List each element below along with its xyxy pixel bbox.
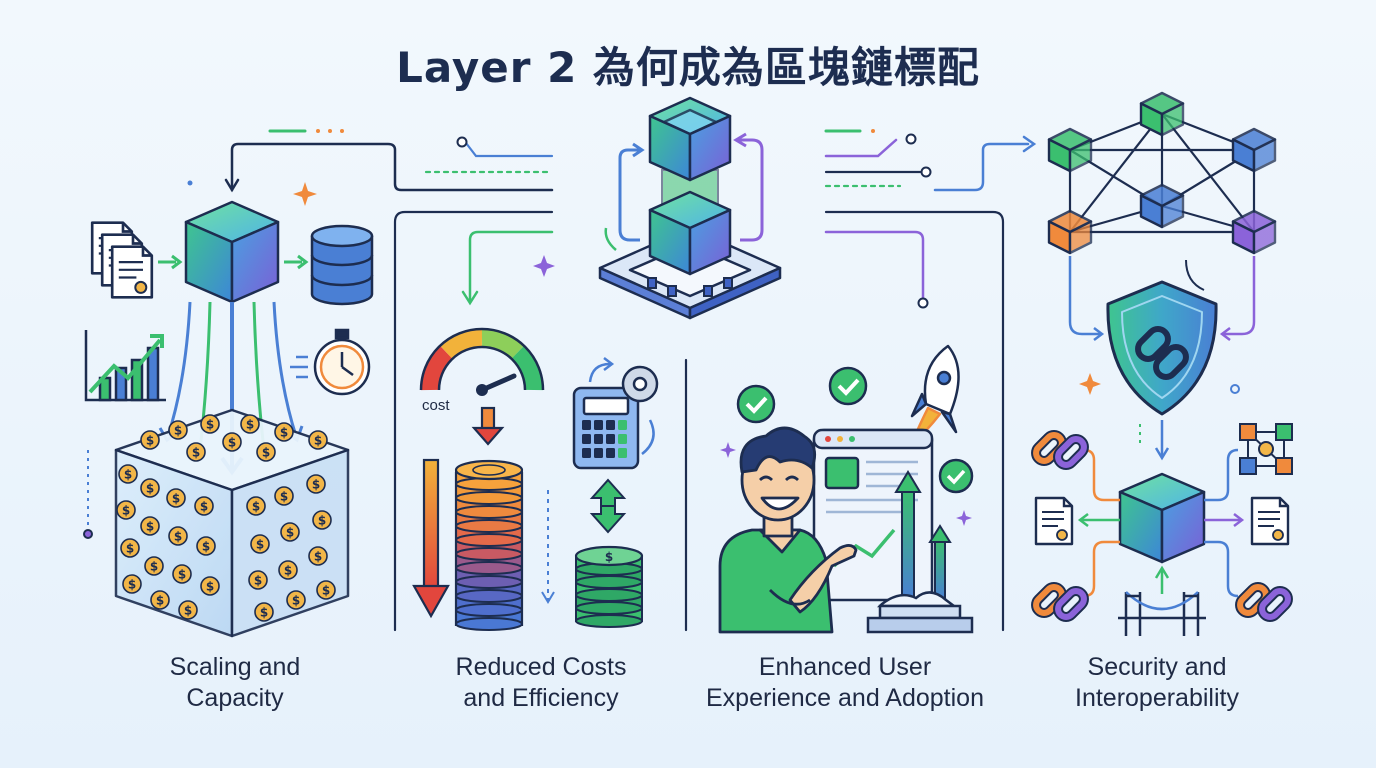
costs-panel-art: cost $ — [412, 327, 659, 631]
page-title: Layer 2 為何成為區塊鏈標配 — [396, 43, 980, 92]
cost-gauge — [419, 327, 545, 396]
trend-chart-icon — [84, 330, 166, 402]
scaling-panel-art — [83, 200, 374, 638]
sparkle-icons — [187, 180, 1240, 526]
link-icon — [1135, 326, 1189, 380]
gear-icon — [621, 365, 659, 403]
stopwatch-icon — [290, 328, 371, 396]
ux-panel-art — [718, 344, 974, 634]
growth-arrows — [894, 470, 952, 601]
calculator-icon — [572, 386, 640, 470]
coin-tower — [454, 459, 524, 631]
connector-lines — [224, 129, 1037, 632]
central-node-art — [598, 96, 782, 320]
security-panel-art — [1033, 91, 1292, 636]
gauge-cost-label: cost — [422, 397, 450, 414]
database-icon — [310, 224, 374, 306]
swap-arrow-icon — [589, 478, 627, 534]
svg-text:$: $ — [605, 550, 613, 564]
green-coin-stack: $ — [574, 545, 644, 628]
check-icons — [736, 366, 974, 494]
smiling-person — [718, 426, 858, 634]
bridge-icon — [1118, 591, 1206, 636]
down-arrow-icon — [412, 406, 505, 619]
rocket-icon — [910, 344, 960, 446]
